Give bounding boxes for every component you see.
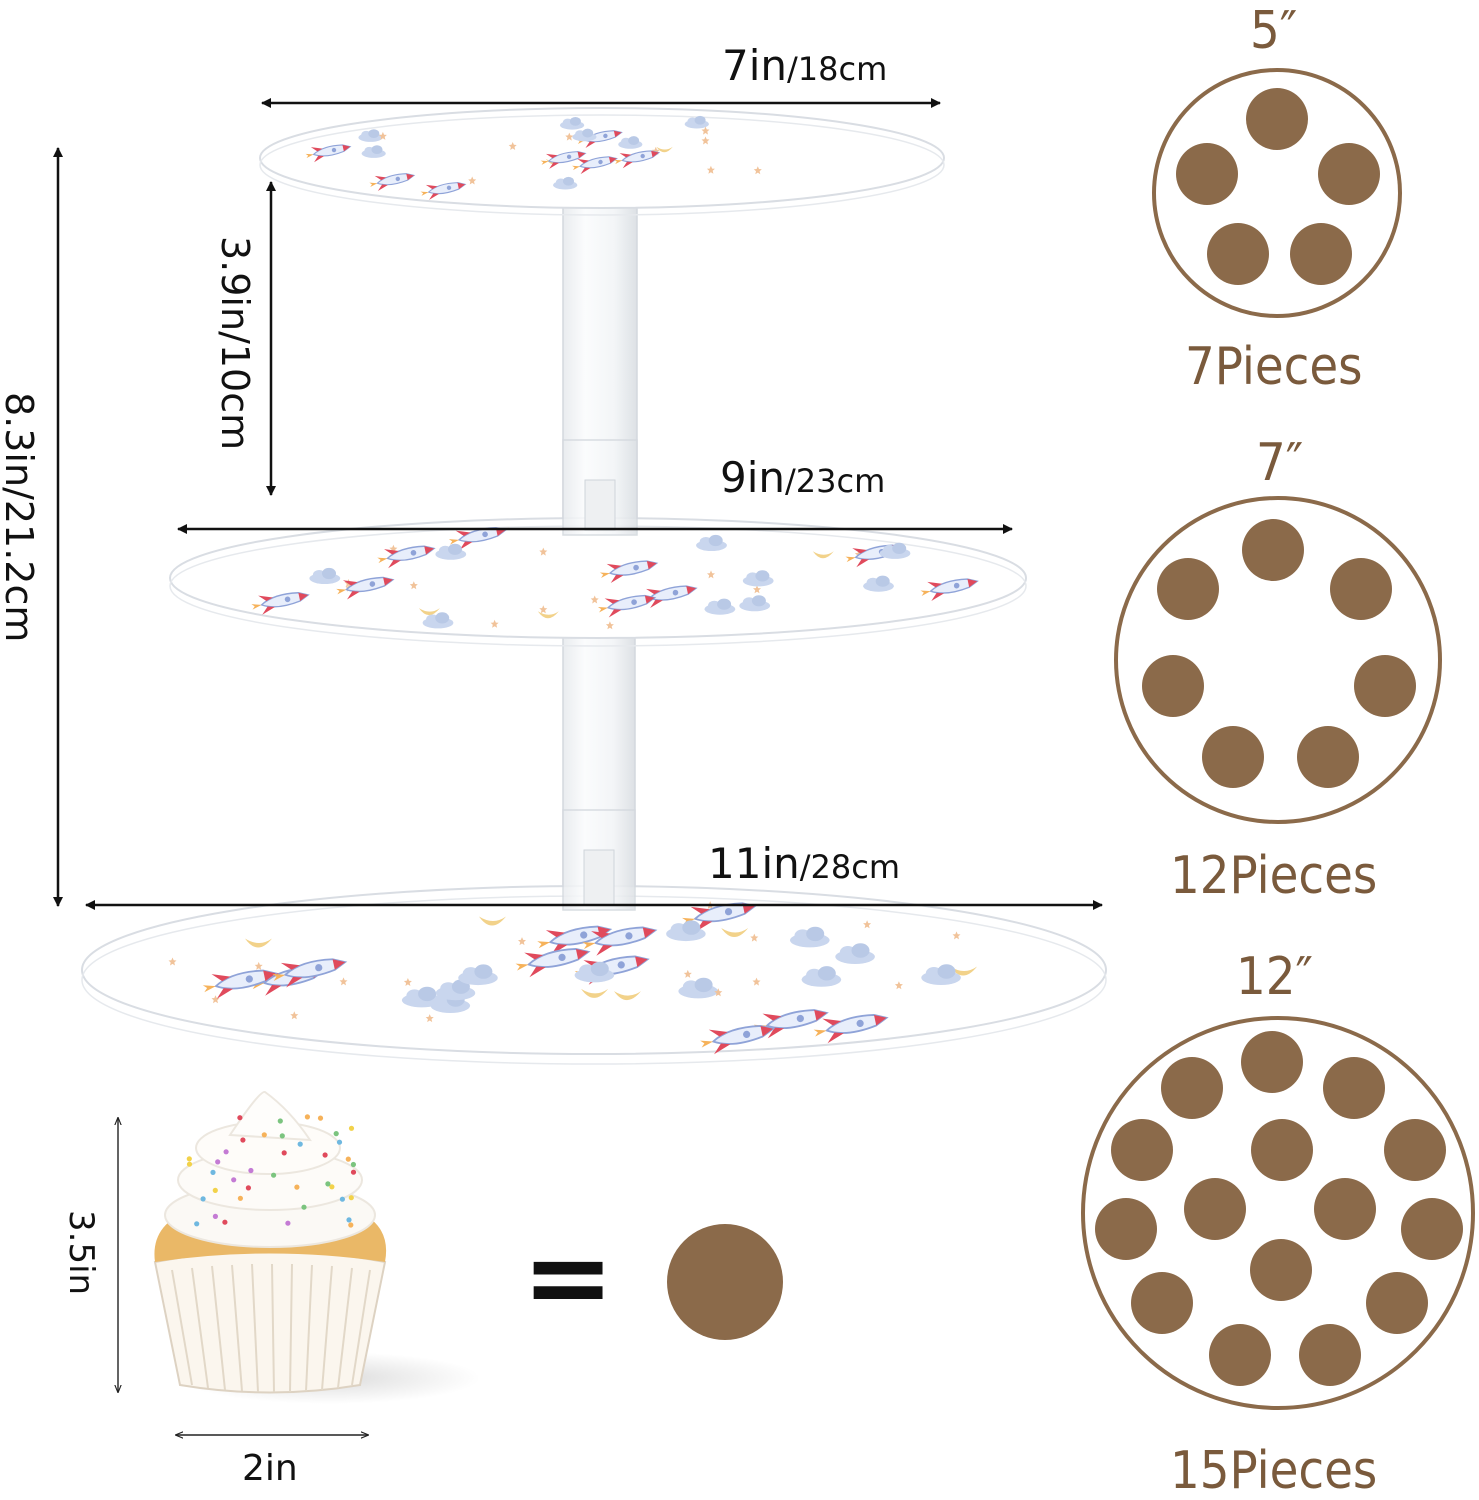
cupcake-slot [1290, 223, 1352, 285]
cupcake-slot [1209, 1324, 1271, 1386]
sprinkle [215, 1159, 221, 1165]
sprinkle [194, 1221, 200, 1227]
cupcake-slot [1207, 223, 1269, 285]
tier-outline-5in [1152, 68, 1402, 318]
cupcake-slot [1314, 1178, 1376, 1240]
cupcake-height-label: 3.5in [61, 1210, 101, 1295]
sprinkle [325, 1181, 331, 1187]
cupcake-slot [1095, 1198, 1157, 1260]
sprinkle [222, 1219, 228, 1225]
sprinkle [240, 1137, 246, 1143]
equals-icon: = [522, 1213, 614, 1341]
cupcake-icon [153, 1091, 480, 1404]
sprinkle [248, 1167, 254, 1174]
sprinkle [336, 1139, 343, 1145]
pieces-label-5in: 7Pieces [1185, 337, 1363, 397]
top-tier-width-label: 7in/18cm [722, 41, 887, 90]
cupcake-slot [1242, 519, 1304, 581]
cupcake-slot [1241, 1031, 1303, 1093]
dimension-lines: 7in/18cm 9in/23cm 11in/28cm 3.9in/10cm 8… [0, 41, 1103, 910]
sprinkle [348, 1222, 354, 1228]
size-label-5in: 5″ [1250, 1, 1297, 61]
sprinkle [261, 1132, 267, 1138]
cupcake-slot [1176, 143, 1238, 205]
cupcake-slot [1318, 143, 1380, 205]
cupcake-slot [1246, 88, 1308, 150]
tier-outline-12in [1081, 1016, 1475, 1410]
sprinkle [345, 1156, 351, 1162]
sprinkle [350, 1169, 357, 1175]
sprinkle [277, 1118, 283, 1124]
sprinkle [186, 1156, 192, 1162]
sprinkle [281, 1150, 287, 1156]
size-label-7in: 7″ [1256, 433, 1303, 493]
cupcake-slot [1250, 1239, 1312, 1301]
cupcake-slot [1184, 1178, 1246, 1240]
sprinkle [317, 1115, 324, 1121]
cupcake-slot [1111, 1119, 1173, 1181]
cupcake-slot [1384, 1119, 1446, 1181]
sprinkle [346, 1217, 352, 1223]
sprinkle [297, 1141, 303, 1147]
sprinkle [322, 1152, 328, 1158]
middle-tier-width-label: 9in/23cm [720, 453, 885, 502]
cupcake-slot [1401, 1198, 1463, 1260]
cupcake-slot [1161, 1057, 1223, 1119]
sprinkle [271, 1172, 277, 1178]
sprinkle [231, 1177, 237, 1183]
cupcake-slot [1299, 1324, 1361, 1386]
sprinkle [348, 1195, 354, 1201]
sprinkle [348, 1125, 355, 1131]
bottom-tier-width-label: 11in/28cm [708, 839, 900, 888]
cupcake-slot [1366, 1272, 1428, 1334]
sprinkle [279, 1133, 285, 1139]
cupcake-slot [1142, 655, 1204, 717]
sprinkle [223, 1149, 229, 1155]
sprinkle [329, 1184, 335, 1190]
sprinkle [304, 1114, 310, 1120]
cupcake-slot [1131, 1272, 1193, 1334]
sprinkle [212, 1213, 218, 1219]
tier-outline-7in [1114, 496, 1442, 824]
pieces-label-7in: 12Pieces [1170, 846, 1377, 906]
sprinkle [294, 1184, 300, 1190]
sprinkle [200, 1196, 206, 1202]
sprinkle [237, 1115, 243, 1121]
cupcake-slot [1323, 1057, 1385, 1119]
sprinkle [339, 1196, 345, 1202]
cupcake-width-label: 2in [242, 1448, 298, 1489]
cupcake-slot [1157, 558, 1219, 620]
cupcake-slot [1297, 726, 1359, 788]
sprinkle [237, 1195, 243, 1201]
cupcake-slot [1251, 1119, 1313, 1181]
sprinkle [301, 1204, 307, 1210]
total-height-label: 8.3in/21.2cm [0, 392, 41, 642]
capacity-12in: 12″ 15Pieces [1081, 947, 1475, 1500]
cupcake-slot [1330, 558, 1392, 620]
cupcake-slot [1202, 726, 1264, 788]
top-tier [259, 107, 945, 216]
sprinkle [186, 1161, 193, 1167]
size-label-12in: 12″ [1236, 947, 1313, 1007]
middle-tier [169, 517, 1027, 647]
capacity-5in: 5″ 7Pieces [1152, 1, 1402, 397]
sprinkle [245, 1185, 251, 1191]
sprinkle [333, 1131, 339, 1137]
cake-stand [81, 107, 1107, 1065]
capacity-7in: 7″ 12Pieces [1114, 433, 1442, 906]
sprinkle [210, 1169, 216, 1175]
tier-gap-label: 3.9in/10cm [213, 236, 257, 450]
cupcake-slot [1354, 655, 1416, 717]
cupcake-slot-circle [667, 1224, 783, 1340]
bottom-tier [81, 885, 1107, 1065]
sprinkle [350, 1161, 356, 1168]
pieces-label-12in: 15Pieces [1170, 1441, 1377, 1500]
sprinkle [212, 1187, 218, 1193]
sprinkle [285, 1220, 291, 1226]
